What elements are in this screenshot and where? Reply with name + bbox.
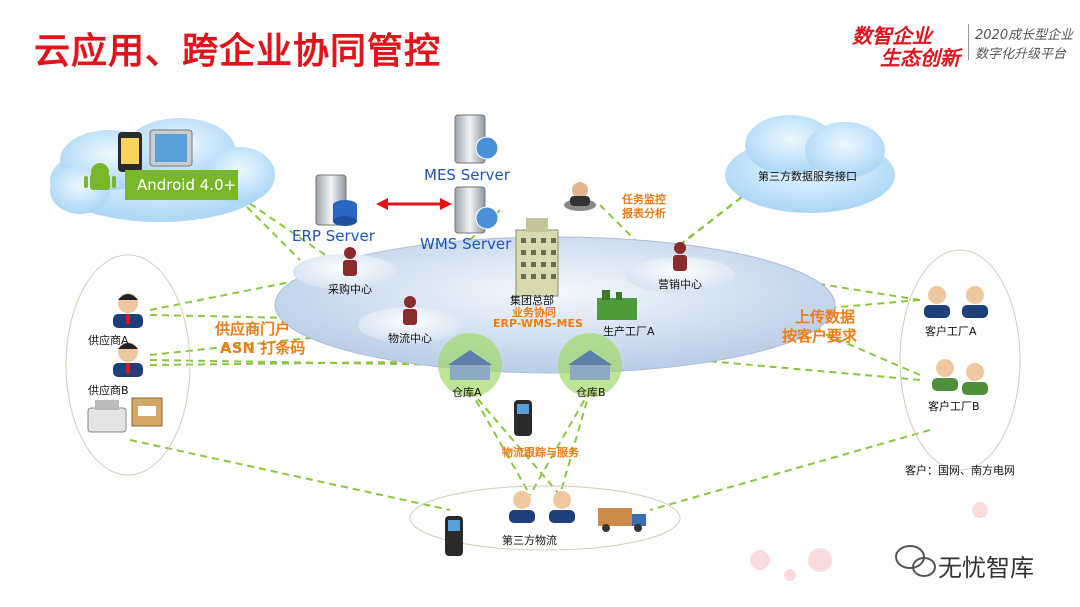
upload-data-label-1: 上传数据 <box>795 308 856 326</box>
logistics-boundary <box>409 485 681 551</box>
warehouse-a-label: 仓库A <box>452 386 482 399</box>
customer-a-icon <box>924 286 988 318</box>
printer-icon <box>87 400 127 433</box>
purchase-center-label: 采购中心 <box>328 283 372 296</box>
third-party-logistics-label: 第三方物流 <box>502 534 557 547</box>
mes-server-icon <box>454 114 499 164</box>
purchase-person-icon <box>343 247 357 276</box>
logistics-person-icon <box>403 296 417 325</box>
supplier-boundary <box>65 254 191 476</box>
customer-b-icon <box>932 359 988 395</box>
sales-person-icon <box>673 242 687 271</box>
barcode-box-icon <box>131 397 163 427</box>
tablet-icon <box>149 129 193 167</box>
supplier-a-label: 供应商A <box>88 334 129 347</box>
task-label-2: 报表分析 <box>622 207 666 220</box>
truck-icon <box>598 508 646 532</box>
wms-server-icon <box>454 186 499 234</box>
page-title: 云应用、跨企业协同管控 <box>34 31 442 72</box>
mes-server-label: MES Server <box>424 166 510 184</box>
customer-a-label: 客户工厂A <box>925 325 977 338</box>
task-person-icon <box>564 182 596 211</box>
logistics-people-icon <box>509 491 575 523</box>
logistics-center-label: 物流中心 <box>388 332 432 345</box>
wechat-icon <box>895 545 936 577</box>
decoration-dots <box>750 502 988 581</box>
supplier-b-icon <box>113 342 143 377</box>
wms-server-label: WMS Server <box>420 235 512 253</box>
collab-label-2: ERP-WMS-MES <box>493 317 583 330</box>
brand-line-2: 生态创新 <box>880 46 960 70</box>
phone-icon <box>118 132 142 172</box>
customer-boundary <box>899 249 1021 471</box>
watermark-text: 无忧智库 <box>938 554 1034 582</box>
supplier-b-label: 供应商B <box>88 384 129 397</box>
supplier-portal-label-2: ASN 打条码 <box>220 339 306 357</box>
warehouse-b-icon <box>558 333 622 397</box>
supplier-a-icon <box>113 293 143 328</box>
third-party-data-label: 第三方数据服务接口 <box>758 170 857 183</box>
warehouse-a-icon <box>438 333 502 397</box>
handheld-scanner-2-icon <box>445 516 463 556</box>
sales-center-label: 营销中心 <box>658 278 702 291</box>
erp-server-label: ERP Server <box>292 227 375 245</box>
double-arrow <box>376 198 452 210</box>
warehouse-b-label: 仓库B <box>576 386 606 399</box>
upload-data-label-2: 按客户要求 <box>782 327 858 345</box>
hq-label: 集团总部 <box>510 294 554 307</box>
disc-sales <box>625 257 735 293</box>
brand-line-3: 2020成长型企业 <box>975 28 1074 43</box>
hq-building-icon <box>515 218 559 297</box>
task-label-1: 任务监控 <box>622 193 666 206</box>
customer-b-label: 客户工厂B <box>928 400 980 413</box>
android-badge: Android 4.0+ <box>125 170 238 200</box>
brand-line-4: 数字化升级平台 <box>975 47 1067 62</box>
handheld-scanner-icon <box>514 400 532 436</box>
customer-note: 客户：国网、南方电网 <box>905 464 1015 477</box>
factory-icon <box>597 290 637 320</box>
android-robot-icon <box>84 163 116 190</box>
erp-server-icon <box>315 174 357 226</box>
brand-separator <box>968 24 969 60</box>
brand-line-1: 数智企业 <box>852 24 932 48</box>
cloud-right <box>725 115 895 213</box>
factory-a-label: 生产工厂A <box>603 325 655 338</box>
collab-label-1: 业务协同 <box>512 306 556 319</box>
supplier-portal-label-1: 供应商门户 <box>215 320 291 338</box>
logistics-tracking-label: 物流跟踪与服务 <box>502 446 579 459</box>
